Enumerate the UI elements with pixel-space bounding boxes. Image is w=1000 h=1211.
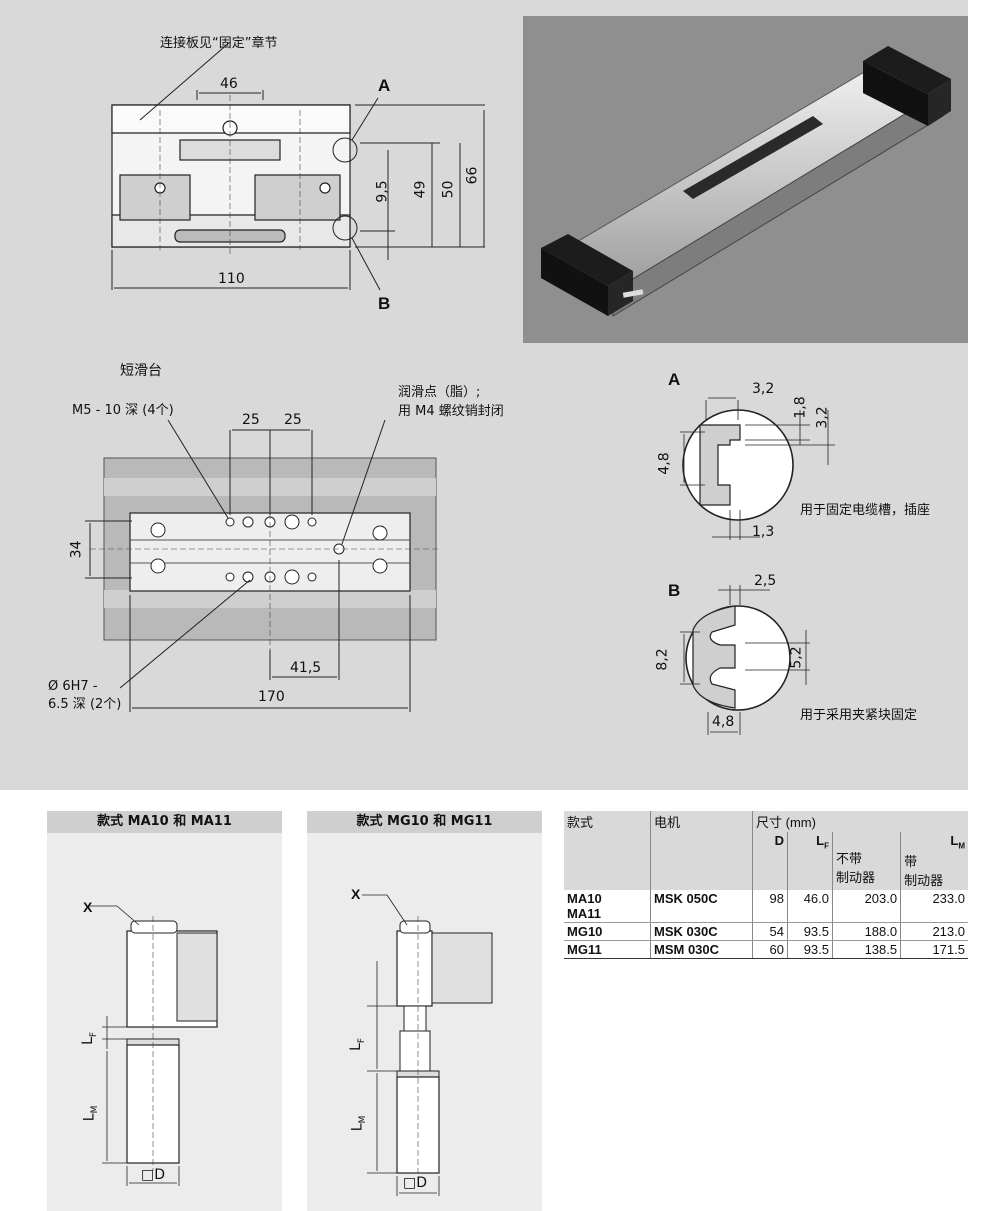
lube-note-2: 用 M4 螺纹销封闭 [398,404,504,419]
detail-a-label: A [668,370,681,389]
dim-49: 49 [412,180,429,199]
cell-motor: MSM 030C [650,940,753,959]
variant-ma-lf-label: LF [80,1031,99,1045]
dim-9-5: 9,5 [374,180,391,203]
detail-b-label: B [668,581,681,600]
pin-note-1: Ø 6H7 - [48,679,98,694]
variant-ma-title: 款式 MA10 和 MA11 [47,811,282,833]
m5-note: M5 - 10 深 (4个) [72,403,174,418]
cell-motor: MSK 030C [650,922,753,941]
carriage-title: 短滑台 [120,363,162,379]
cell-model: MG11 [564,940,651,959]
variant-mg-x-label: X [351,886,361,902]
detail-b-note: 用于采用夹紧块固定 [800,708,918,723]
table-row: MG11 MSM 030C 60 93.5 138.5 171.5 [564,940,968,959]
variant-ma-panel: 款式 MA10 和 MA11 X LF LM □D [47,811,282,1211]
connector-note: 连接板见“固定”章节 [160,36,278,51]
variant-mg-title: 款式 MG10 和 MG11 [307,811,542,833]
variant-mg-panel: 款式 MG10 和 MG11 X LF LM □D [307,811,542,1211]
cell-d: 54 [752,922,788,941]
cell-d: 60 [752,940,788,959]
mark-a: A [378,76,391,95]
header-model: 款式 [567,815,594,830]
detail-b-dim-2-5: 2,5 [754,573,777,589]
detail-a-dim-1-8: 1,8 [792,396,809,419]
dim-46: 46 [220,76,238,92]
header-motor: 电机 [650,811,753,832]
dim-50: 50 [440,180,457,199]
cell-lm-no-brake: 203.0 [831,889,901,923]
pin-note-2: 6.5 深 (2个) [48,697,122,712]
detail-b-dim-4-8: 4,8 [712,714,735,730]
cell-lm-brake: 233.0 [900,889,968,923]
header-lf: LF [787,832,833,890]
variant-ma-drawing [87,905,218,1186]
detail-a-dim-4-8: 4,8 [656,452,673,475]
cell-lf: 93.5 [787,940,833,959]
cell-lf: 93.5 [787,922,833,941]
cell-lm-no-brake: 188.0 [831,922,901,941]
carriage-top-view [85,419,440,712]
profile-cross-section [111,41,485,291]
product-photo [523,16,968,343]
variant-ma-lm-label: LM [81,1105,101,1122]
dim-41-5: 41,5 [290,660,322,676]
dim-25-right: 25 [284,412,302,428]
dim-66: 66 [464,166,481,185]
dim-25-left: 25 [242,412,260,428]
variant-ma-d-label: □D [141,1167,166,1183]
lube-note-1: 润滑点（脂）; [398,385,481,400]
detail-a-note: 用于固定电缆槽，插座 [800,503,931,518]
detail-a-dim-1-3: 1,3 [752,524,775,540]
detail-a-dim-3-2-top: 3,2 [752,381,775,397]
linear-module-illustration [541,46,951,317]
header-d: D [752,832,788,890]
header-dims: 尺寸 (mm) [752,811,968,832]
cell-lm-brake: 171.5 [900,940,968,959]
cell-d: 98 [752,889,788,923]
detail-a-drawing [680,397,835,540]
variant-mg-lf-label: LF [348,1037,367,1051]
detail-b-dim-8-2: 8,2 [654,648,671,671]
variant-mg-lm-label: LM [349,1115,369,1132]
variant-ma-x-label: X [83,899,93,915]
dim-170: 170 [258,689,285,705]
dim-110: 110 [218,271,245,287]
dim-34: 34 [68,540,85,559]
cell-motor: MSK 050C [650,889,753,923]
cell-lf: 46.0 [787,889,833,923]
table-header-row: 款式 电机 尺寸 (mm) [564,811,968,832]
table-row: MG10 MSK 030C 54 93.5 188.0 213.0 [564,922,968,941]
cell-lm-brake: 213.0 [900,922,968,941]
detail-b-dim-5-2: 5,2 [788,646,805,669]
variant-mg-d-label: □D [403,1175,428,1191]
cell-lm-no-brake: 138.5 [831,940,901,959]
detail-b-drawing [680,585,810,735]
header-no-brake: 不带制动器 [831,832,901,890]
detail-a-dim-3-2-side: 3,2 [814,406,831,429]
cell-model: MG10 [564,922,651,941]
mark-b: B [378,294,391,313]
variant-mg-drawing [362,894,493,1196]
